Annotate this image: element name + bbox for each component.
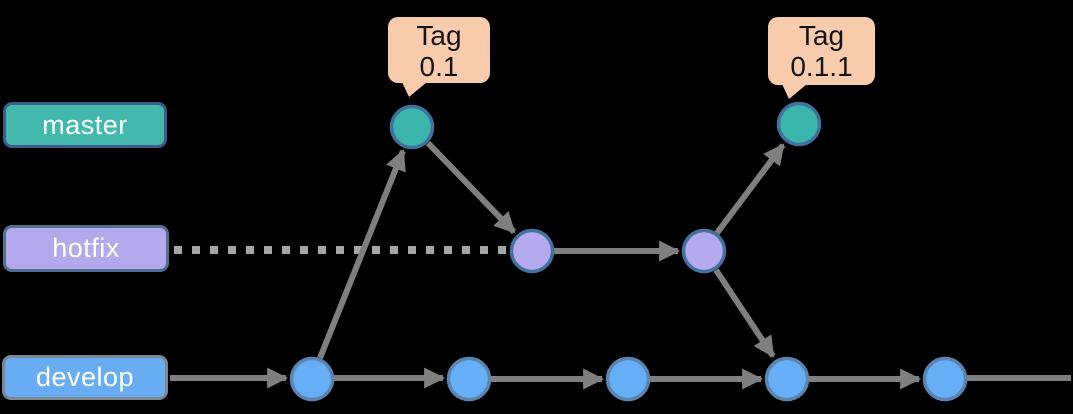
edge-develop1-to-master1 <box>317 149 406 360</box>
branch-label-hotfix: hotfix <box>3 225 169 272</box>
tag-callout-0-1: Tag 0.1 <box>388 17 490 97</box>
branch-label-develop-text: develop <box>35 362 135 392</box>
tag-callout-0-1-line2: 0.1 <box>419 51 459 82</box>
tag-callout-0-1-line1: Tag <box>416 20 462 51</box>
commit-nodes <box>289 101 968 402</box>
branch-label-develop: develop <box>2 355 168 400</box>
commit-node-hotfix-1 <box>509 228 555 274</box>
tag-callout-0-1-1-line1: Tag <box>798 20 845 51</box>
edge-hotfix2-to-master2 <box>714 143 786 235</box>
edge-master1-to-hotfix1 <box>425 140 517 235</box>
tag-callout-0-1-1-line2: 0.1.1 <box>790 51 853 82</box>
arrow-edges <box>170 140 1071 390</box>
branch-label-hotfix-text: hotfix <box>52 233 120 263</box>
commit-node-develop-5 <box>922 356 968 402</box>
tag-callout-pointer <box>402 82 427 97</box>
commit-node-develop-2 <box>446 356 492 402</box>
tag-callout-0-1-1: Tag 0.1.1 <box>768 17 875 99</box>
tag-callout-pointer <box>782 84 807 99</box>
commit-node-master-1 <box>389 104 435 150</box>
commit-node-master-2 <box>776 101 822 147</box>
edge-hotfix2-to-develop4 <box>713 268 776 358</box>
commit-node-develop-4 <box>764 356 810 402</box>
branch-label-master-text: master <box>42 109 128 140</box>
commit-node-develop-3 <box>605 356 651 402</box>
branch-label-master: master <box>3 102 167 148</box>
commit-node-hotfix-2 <box>681 228 727 274</box>
commit-node-develop-1 <box>289 356 335 402</box>
